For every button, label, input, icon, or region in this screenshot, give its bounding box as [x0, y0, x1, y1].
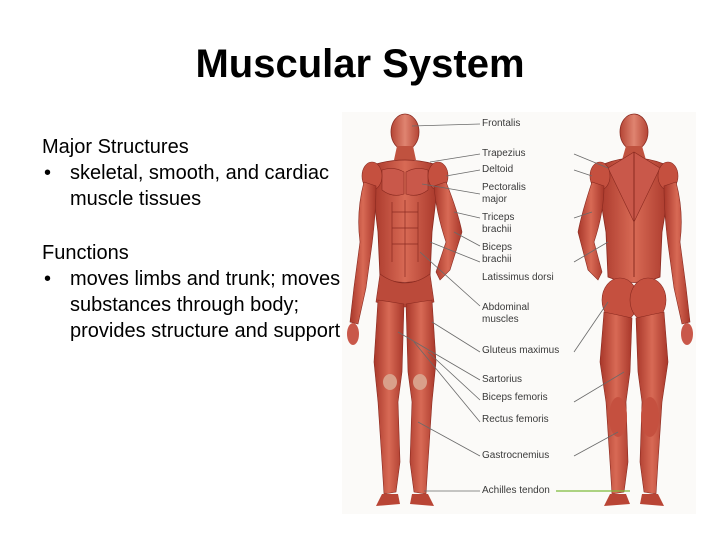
label-pectoralis-line2: major [482, 194, 508, 205]
label-gluteus-maximus: Gluteus maximus [482, 345, 560, 356]
muscle-anatomy-figure: Frontalis Trapezius Deltoid Pectoralis m… [342, 112, 696, 514]
label-frontalis: Frontalis [482, 118, 521, 129]
label-latissimus-dorsi: Latissimus dorsi [482, 272, 554, 283]
back-body-figure [577, 113, 693, 506]
label-gastrocnemius: Gastrocnemius [482, 450, 550, 461]
label-biceps-line1: Biceps [482, 242, 513, 253]
label-triceps-line1: Triceps [482, 212, 515, 223]
muscle-anatomy-illustration [347, 113, 693, 506]
label-deltoid: Deltoid [482, 164, 514, 175]
bullet-dot: • [44, 162, 52, 184]
functions-bullet-text: moves limbs and trunk; moves substances … [70, 268, 341, 342]
label-trapezius: Trapezius [482, 148, 526, 159]
slide-title: Muscular System [195, 42, 525, 86]
label-sartorius: Sartorius [482, 374, 523, 385]
functions-bullet: • moves limbs and trunk; moves substance… [42, 266, 342, 344]
label-abdominal-line2: muscles [482, 314, 519, 325]
label-biceps-femoris: Biceps femoris [482, 392, 548, 403]
label-pectoralis-line1: Pectoralis [482, 182, 526, 193]
label-triceps-line2: brachii [482, 224, 512, 235]
functions-heading: Functions [42, 242, 129, 264]
label-rectus-femoris: Rectus femoris [482, 414, 549, 425]
label-biceps-line2: brachii [482, 254, 512, 265]
bullet-dot: • [44, 268, 52, 290]
label-leader-lines [397, 123, 625, 457]
structures-bullet-text: skeletal, smooth, and cardiac muscle tis… [70, 162, 330, 210]
slide-body: Major Structures • skeletal, smooth, and… [42, 134, 342, 344]
front-body-figure [347, 113, 463, 506]
structures-bullet: • skeletal, smooth, and cardiac muscle t… [42, 160, 342, 212]
label-abdominal-line1: Abdominal [482, 302, 530, 313]
structures-heading: Major Structures [42, 136, 189, 158]
label-achilles-tendon: Achilles tendon [482, 485, 550, 496]
